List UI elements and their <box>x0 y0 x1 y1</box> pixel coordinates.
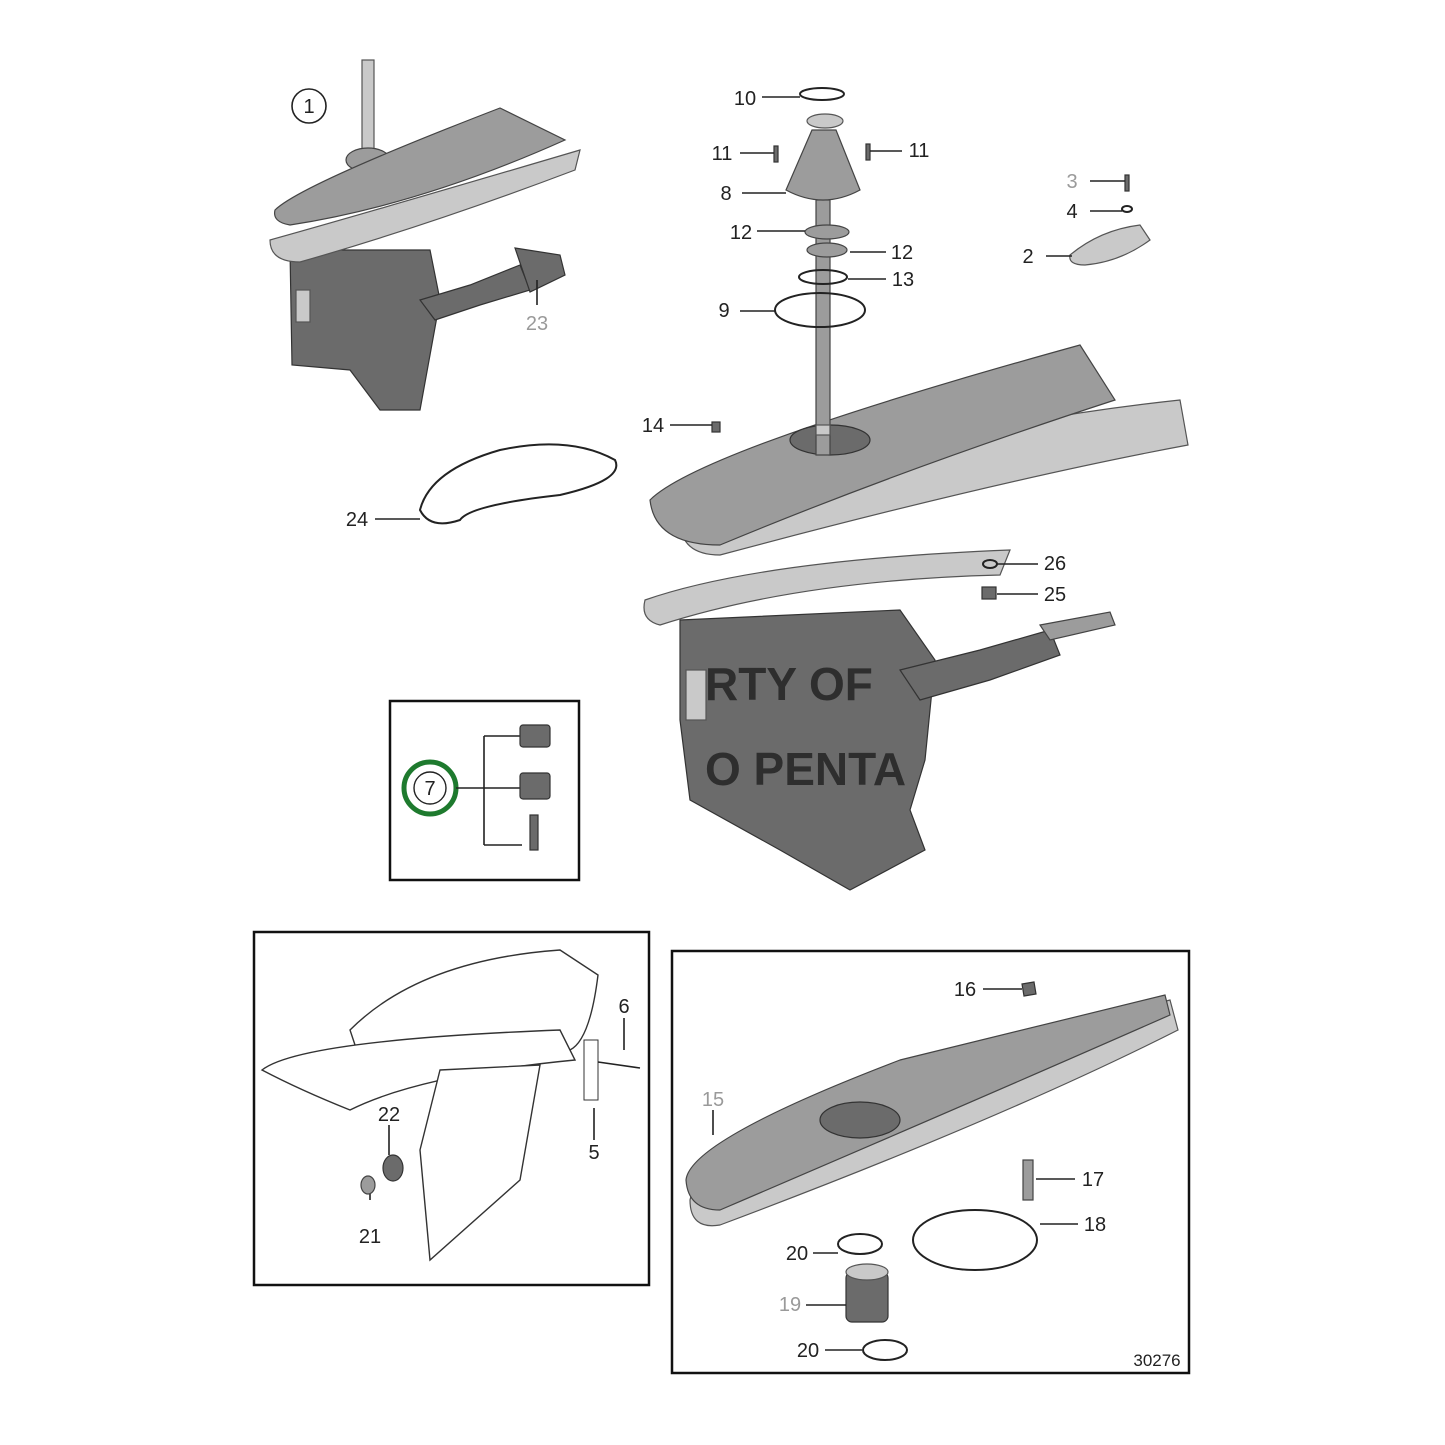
callout-16: 16 <box>954 979 976 1001</box>
callout-11-right: 11 <box>909 140 930 162</box>
callout-2: 2 <box>1022 246 1033 268</box>
gearcase-main[interactable] <box>643 199 1189 891</box>
callout-1: 1 <box>303 96 314 118</box>
cover-8[interactable] <box>785 129 861 201</box>
callout-9: 9 <box>718 300 729 322</box>
watermark-line-2: O PENTA <box>705 743 906 795</box>
lower-left-box[interactable]: 6 5 22 21 <box>252 930 651 1287</box>
screw-11-right[interactable] <box>865 143 871 161</box>
callout-22: 22 <box>378 1104 400 1126</box>
callout-6: 6 <box>618 996 629 1018</box>
anode-2[interactable] <box>1069 224 1151 266</box>
ring-13[interactable] <box>798 269 848 285</box>
callout-12-left: 12 <box>730 222 752 244</box>
watermark-line-1: RTY OF <box>705 658 873 710</box>
callout-18: 18 <box>1084 1214 1106 1236</box>
callout-3: 3 <box>1066 171 1077 193</box>
callout-5: 5 <box>588 1142 599 1164</box>
callout-26: 26 <box>1044 553 1066 575</box>
callout-12-right: 12 <box>891 242 913 264</box>
callout-23: 23 <box>526 313 548 335</box>
callout-24: 24 <box>346 509 368 531</box>
kit-7-box[interactable]: 7 <box>388 699 581 882</box>
gearcase-assembly-small[interactable] <box>269 59 581 411</box>
callout-14: 14 <box>642 415 664 437</box>
assembly-callout-circle <box>291 88 327 124</box>
vent-14[interactable] <box>711 421 721 433</box>
callout-8: 8 <box>720 183 731 205</box>
screw-11-left[interactable] <box>773 145 779 163</box>
callout-19: 19 <box>779 1294 801 1316</box>
callout-25: 25 <box>1044 584 1066 606</box>
shim-12[interactable] <box>804 224 850 240</box>
callout-20-lower: 20 <box>797 1340 819 1362</box>
figure-number: 30276 <box>1133 1351 1180 1370</box>
gasket-24[interactable] <box>418 443 618 525</box>
callout-20-upper: 20 <box>786 1243 808 1265</box>
leader-lines <box>375 96 1125 595</box>
callout-13: 13 <box>892 269 914 291</box>
callout-21: 21 <box>359 1226 381 1248</box>
callout-17: 17 <box>1082 1169 1104 1191</box>
o-ring-10[interactable] <box>799 87 845 101</box>
callout-4: 4 <box>1066 201 1077 223</box>
plug-25[interactable] <box>981 586 997 600</box>
washer-4[interactable] <box>1121 205 1133 213</box>
callout-11-left: 11 <box>712 143 733 165</box>
callout-10: 10 <box>734 88 756 110</box>
callout-7: 7 <box>424 778 435 800</box>
callout-15: 15 <box>702 1089 724 1111</box>
o-ring-9[interactable] <box>774 292 866 328</box>
screw-3[interactable] <box>1124 174 1130 192</box>
lower-right-box[interactable]: 16 15 17 18 20 19 20 30276 <box>670 949 1191 1375</box>
